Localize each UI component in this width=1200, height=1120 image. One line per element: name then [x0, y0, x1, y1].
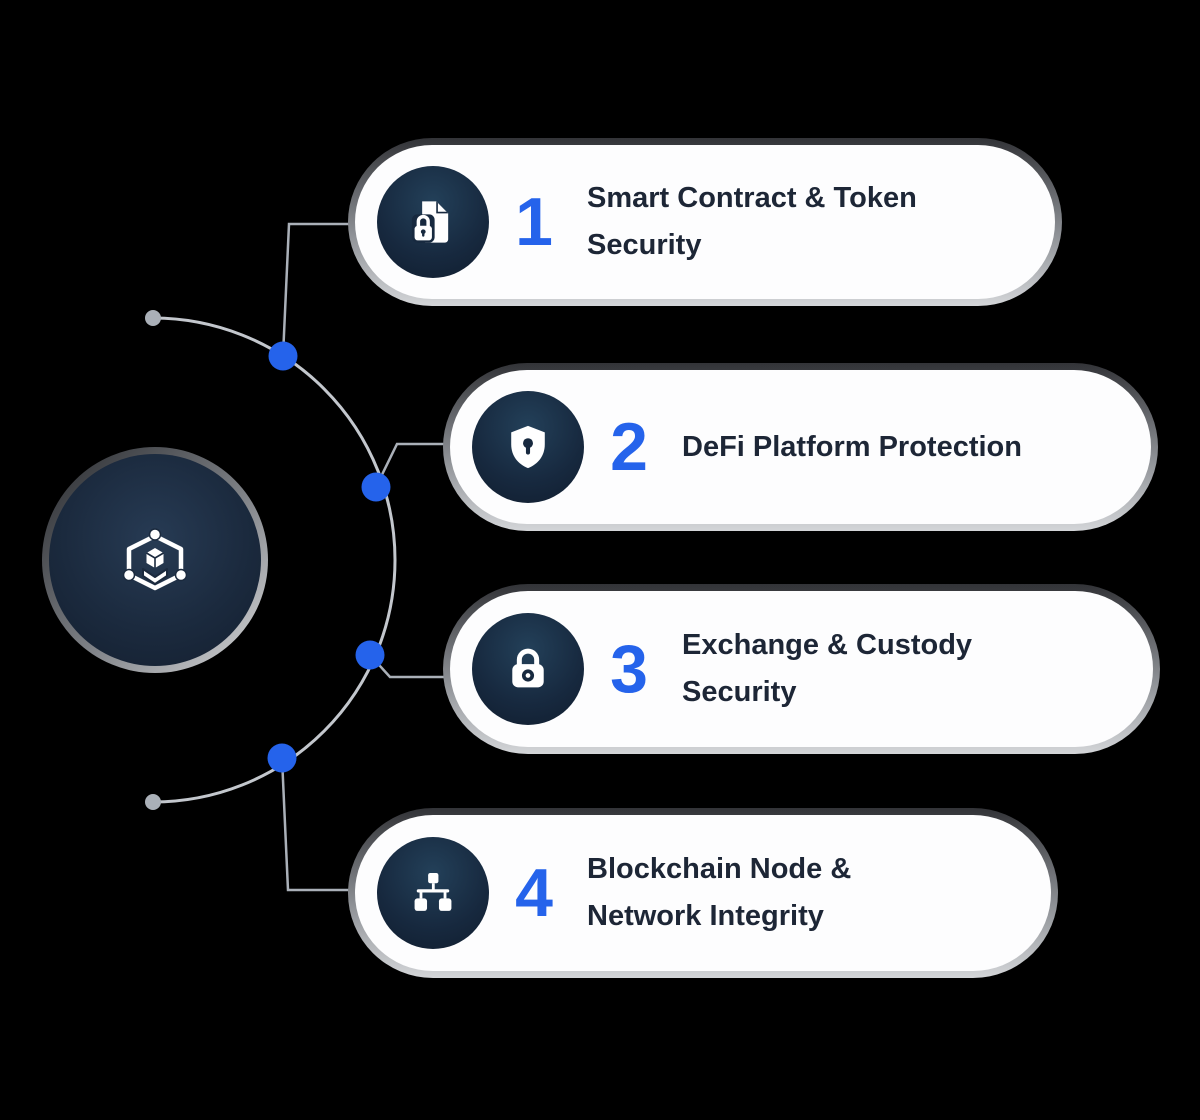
arc-end-dot-bottom: [145, 794, 161, 810]
step-4-icon-circle: [377, 837, 489, 949]
arc-end-dot-top: [145, 310, 161, 326]
step-1-icon-circle: [377, 166, 489, 278]
step-4-number: 4: [515, 855, 553, 931]
orbit-arc: [152, 316, 397, 804]
step-card-1: 1 Smart Contract & Token Security: [348, 138, 1062, 306]
step-2-number: 2: [610, 409, 648, 485]
step-3-icon-circle: [472, 613, 584, 725]
document-lock-icon: [411, 201, 449, 243]
branch-line-2: [374, 442, 446, 488]
step-1-number: 1: [515, 184, 553, 260]
step-2-icon-circle: [472, 391, 584, 503]
central-hub-inner-circle: [49, 454, 261, 666]
central-hub-node: [42, 447, 268, 673]
step-1-title: Smart Contract & Token Security: [587, 182, 917, 261]
branch-node-dot-2: [361, 472, 391, 502]
branch-line-1: [281, 222, 350, 357]
branch-node-dot-3: [355, 640, 385, 670]
shield-keyhole-icon: [511, 425, 545, 469]
step-3-title: Exchange & Custody Security: [682, 629, 973, 708]
step-3-number: 3: [610, 631, 648, 707]
sitemap-icon: [414, 872, 452, 911]
blockchain-network-icon: [123, 528, 187, 591]
step-4-title: Blockchain Node & Network Integrity: [587, 853, 852, 932]
step-card-2: 2 DeFi Platform Protection: [443, 363, 1158, 531]
branch-node-dot-4: [267, 743, 297, 773]
padlock-icon: [512, 648, 544, 688]
step-card-4: 4 Blockchain Node & Network Integrity: [348, 808, 1058, 978]
branch-line-4: [280, 757, 350, 892]
step-2-title: DeFi Platform Protection: [682, 430, 1022, 463]
branch-node-dot-1: [268, 341, 298, 371]
step-card-3: 3 Exchange & Custody Security: [443, 584, 1160, 754]
